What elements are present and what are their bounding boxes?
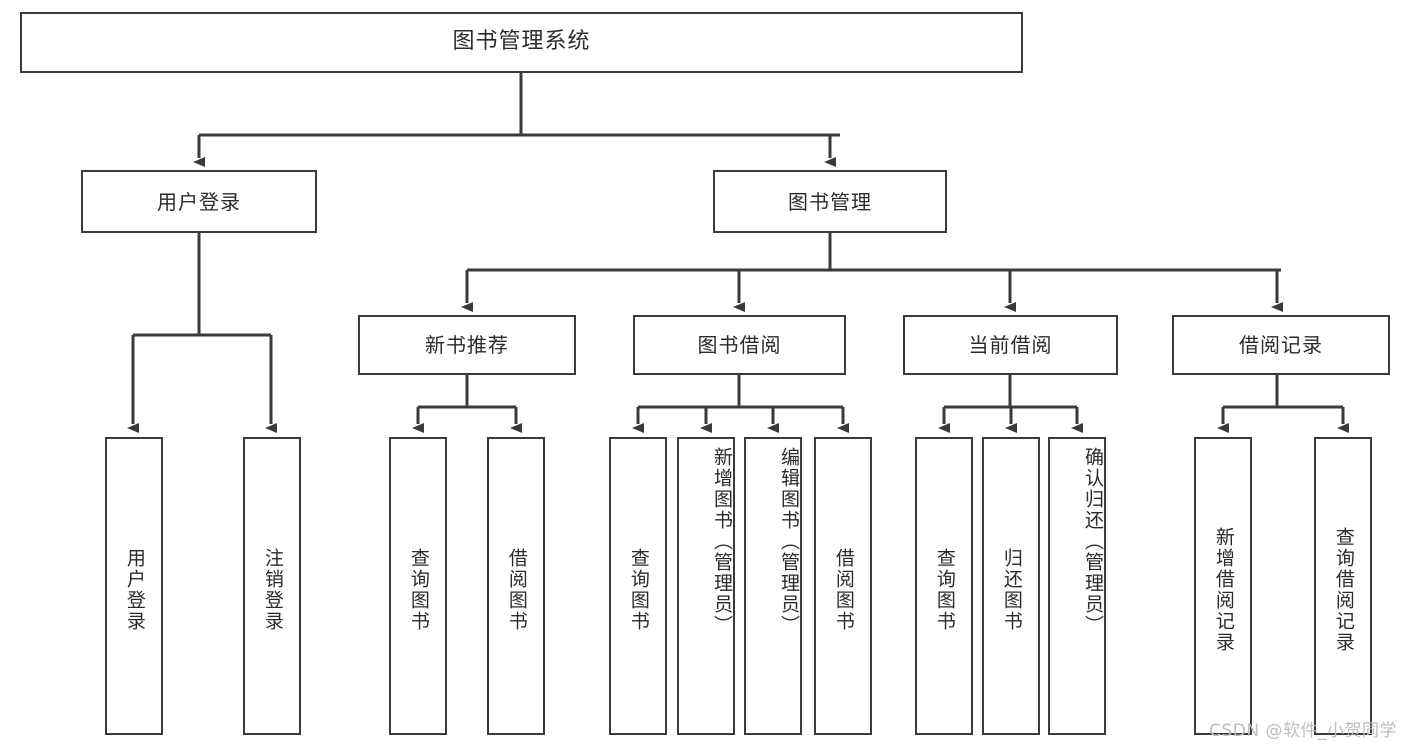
node-user-login[interactable]: 用户登录	[81, 170, 317, 233]
leaf-add-borrow-record[interactable]: 新增借阅记录	[1194, 437, 1252, 735]
node-new-book-recommend[interactable]: 新书推荐	[358, 315, 576, 375]
leaf-return-book[interactable]: 归还图书	[982, 437, 1040, 735]
leaf-borrow-book[interactable]: 借阅图书	[814, 437, 872, 735]
leaf-add-book-admin[interactable]: 新增图书（管理员）	[677, 437, 735, 735]
leaf-user-login[interactable]: 用户登录	[105, 437, 163, 735]
leaf-edit-book-admin[interactable]: 编辑图书（管理员）	[744, 437, 802, 735]
node-current-borrow[interactable]: 当前借阅	[903, 315, 1118, 375]
node-book-borrow[interactable]: 图书借阅	[633, 315, 846, 375]
watermark: CSDN @软件_小贺同学	[1209, 721, 1397, 741]
leaf-query-book-borrow[interactable]: 查询图书	[609, 437, 667, 735]
leaf-confirm-return-admin[interactable]: 确认归还（管理员）	[1048, 437, 1106, 735]
leaf-query-book-current[interactable]: 查询图书	[915, 437, 973, 735]
leaf-query-book-recommend[interactable]: 查询图书	[389, 437, 447, 735]
leaf-borrow-book-recommend[interactable]: 借阅图书	[487, 437, 545, 735]
node-root-system[interactable]: 图书管理系统	[20, 12, 1023, 73]
leaf-logout[interactable]: 注销登录	[243, 437, 301, 735]
leaf-query-borrow-record[interactable]: 查询借阅记录	[1314, 437, 1372, 735]
node-borrow-record[interactable]: 借阅记录	[1172, 315, 1390, 375]
node-book-management[interactable]: 图书管理	[713, 170, 947, 233]
